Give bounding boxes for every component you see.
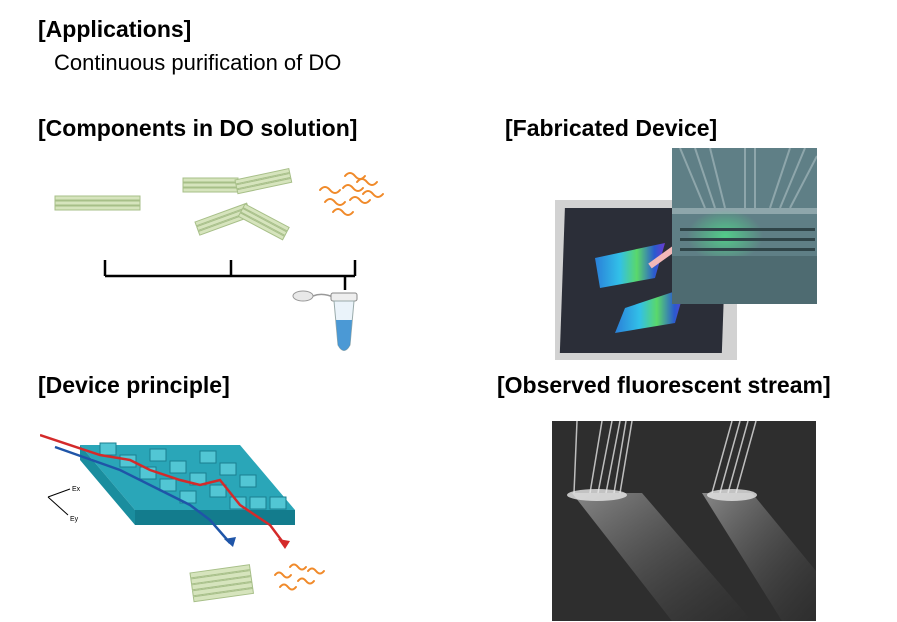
field-axes-icon	[47, 488, 71, 516]
branched-rod-bundle	[182, 167, 293, 241]
principle-heading: [Device principle]	[38, 372, 230, 398]
axis-label-ey: Ey	[70, 516, 79, 523]
applications-heading: [Applications]	[38, 16, 192, 42]
mixing-bracket	[103, 260, 357, 290]
axis-label-ex: Ex	[72, 486, 81, 493]
applications-text: Continuous purification of DO	[54, 50, 342, 75]
components-heading: [Components in DO solution]	[38, 115, 358, 141]
single-rod-bundle	[54, 195, 141, 211]
fabricated-device-photo	[555, 147, 818, 360]
separated-rod-bundle	[189, 564, 255, 603]
observed-heading: [Observed fluorescent stream]	[497, 372, 831, 398]
fabricated-heading: [Fabricated Device]	[505, 115, 718, 141]
components-diagram	[54, 167, 384, 351]
pillar-array	[80, 442, 295, 525]
tube-icon	[292, 290, 358, 351]
orange-strands	[319, 172, 384, 216]
fluorescent-stream-image	[552, 421, 816, 621]
blue-flow-arrow	[54, 445, 231, 544]
red-flow-arrow	[40, 433, 286, 546]
device-principle-diagram: Ex Ey	[40, 433, 325, 603]
separated-strands	[274, 563, 325, 591]
